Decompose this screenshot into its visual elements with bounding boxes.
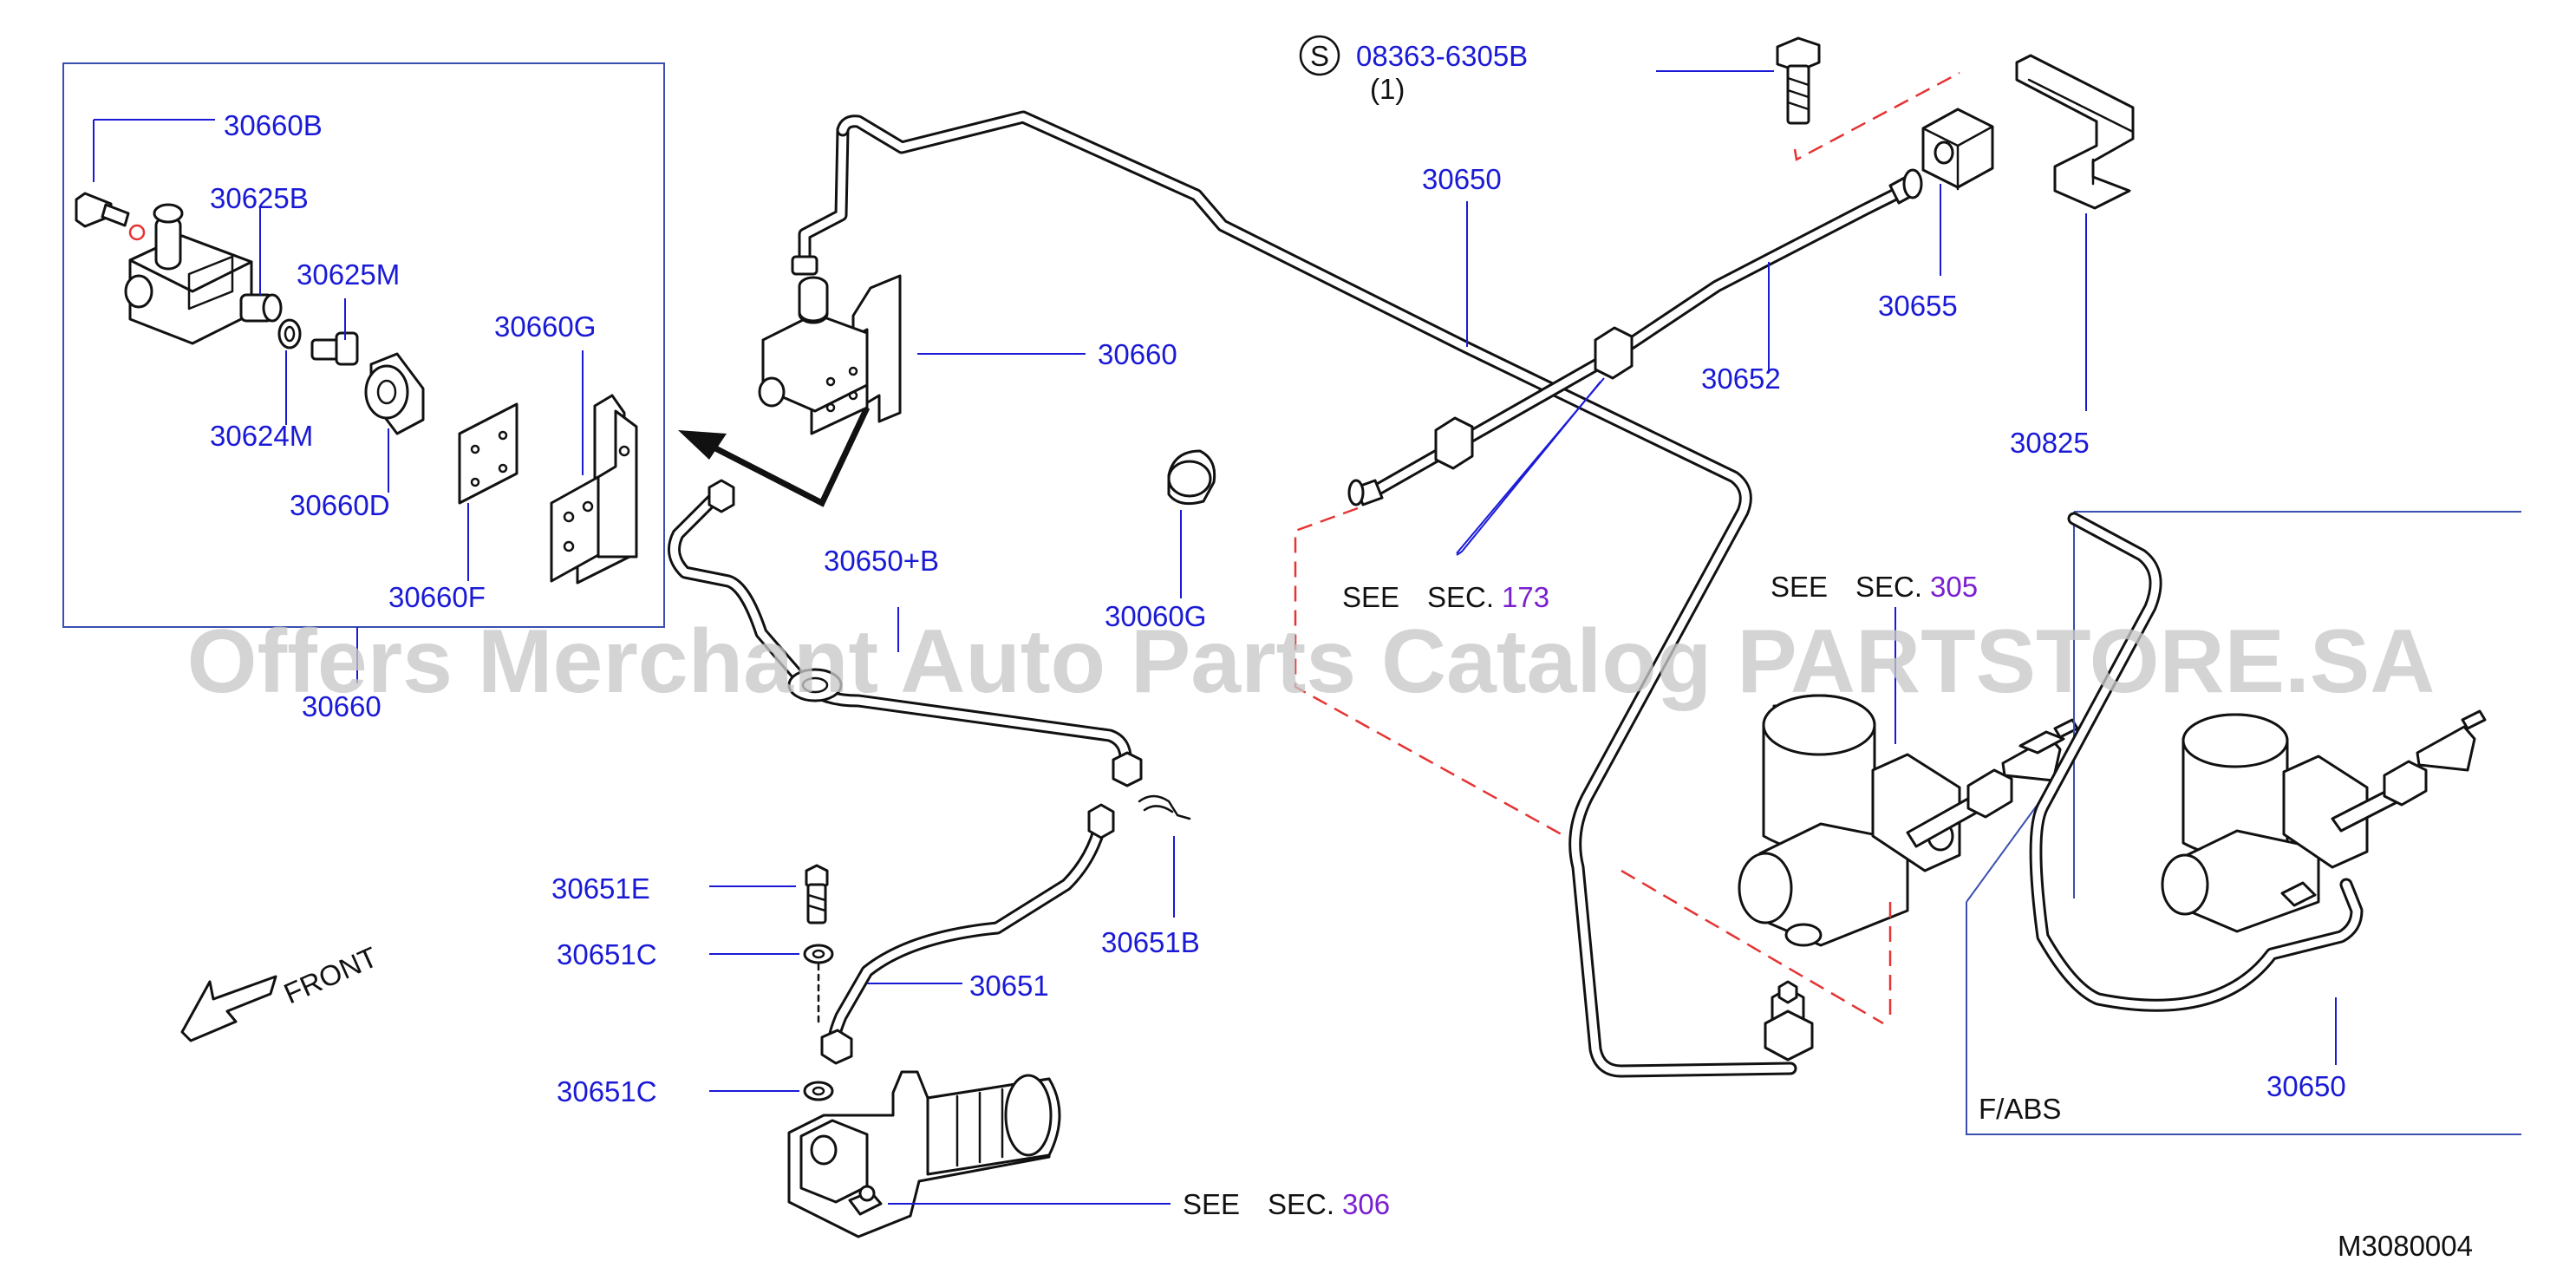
label-30825: 30825 (2010, 427, 2090, 459)
pipe-30650-plus-b (668, 479, 1143, 787)
label-30624M: 30624M (210, 420, 313, 452)
inset-frame (62, 62, 665, 628)
front-direction-arrow: FRONT (180, 940, 382, 1042)
label-30651: 30651 (969, 970, 1049, 1002)
label-30660G-inset: 30660G (494, 310, 596, 343)
label-30651C-lower: 30651C (557, 1075, 657, 1107)
eye-bolt (805, 864, 829, 924)
seal-ring (277, 318, 302, 350)
clutch-operating-cylinder (787, 1070, 1061, 1238)
label-30060G: 30060G (1105, 600, 1206, 632)
master-cylinder-fabs (2161, 709, 2487, 933)
label-30660-inset: 30660 (302, 690, 382, 722)
label-08363-6305B: 08363-6305B (1356, 40, 1528, 72)
damper-assembly (758, 274, 902, 435)
sec-number-306: 306 (1342, 1188, 1390, 1220)
sec-number-305: 305 (1930, 571, 1978, 603)
label-30625B: 30625B (210, 182, 309, 214)
label-30650-plus-b: 30650+B (824, 545, 939, 577)
label-30650-fabs: 30650 (2266, 1070, 2346, 1102)
front-label: FRONT (279, 940, 382, 1009)
diagram-code: M3080004 (2338, 1230, 2473, 1262)
see-label-305: SEE (1771, 571, 1828, 603)
hose-clip (1138, 794, 1191, 820)
copper-washer-upper (803, 944, 834, 964)
callout-arrow (678, 406, 871, 507)
spring-seat (310, 331, 359, 366)
tube-damper-to-pipe (791, 123, 850, 276)
label-30660: 30660 (1098, 338, 1177, 370)
clamp-block (1921, 108, 1994, 191)
sec-label-305: SEC. (1855, 571, 1922, 603)
see-label-173: SEE (1342, 581, 1399, 613)
label-30652: 30652 (1701, 363, 1781, 395)
label-30651C-upper: 30651C (557, 938, 657, 970)
sec-number-173: 173 (1502, 581, 1549, 613)
label-30660D: 30660D (290, 489, 390, 521)
label-30650-top: 30650 (1422, 163, 1502, 195)
fabs-inset: 30650 F/ABS (1966, 511, 2521, 1135)
sec-label-306: SEC. (1268, 1188, 1334, 1220)
label-30660B: 30660B (224, 109, 323, 141)
clutch-pipe-main (836, 110, 1797, 1078)
clutch-pipe-30652 (1347, 168, 1923, 506)
label-30651B: 30651B (1101, 926, 1200, 958)
phantom-lines (1294, 71, 1960, 1025)
see-label-306: SEE (1183, 1188, 1240, 1220)
label-30655: 30655 (1878, 290, 1958, 322)
grommet (1167, 449, 1216, 506)
label-30660F: 30660F (388, 581, 486, 613)
standard-part-symbol-letter: S (1310, 40, 1329, 72)
label-fabs: F/ABS (1979, 1093, 2061, 1125)
piston (239, 293, 283, 323)
clutch-master-cylinder (1738, 694, 2079, 947)
copper-washer-lower (803, 1081, 834, 1101)
bleeder-screw (75, 192, 146, 241)
pipe-bracket-30825 (2015, 54, 2135, 210)
sec-label-173: SEC. (1427, 581, 1494, 613)
damper-housing (124, 203, 253, 345)
standard-part-symbol (1299, 35, 1340, 76)
label-30651E: 30651E (551, 872, 650, 905)
clutch-hose (820, 803, 1115, 1065)
pipe-union (1764, 980, 1814, 1062)
bolt (1776, 36, 1821, 125)
detail-inset: 30660B 30625B 30625M 30624M 30660D 30660… (62, 62, 665, 722)
label-08363-quantity: (1) (1370, 73, 1405, 105)
bracket (550, 394, 638, 585)
damper-rubber (364, 352, 425, 435)
watermark: Offers Merchant Auto Parts Catalog PARTS… (187, 611, 2436, 712)
label-30625M: 30625M (297, 258, 400, 291)
plate (458, 402, 518, 505)
